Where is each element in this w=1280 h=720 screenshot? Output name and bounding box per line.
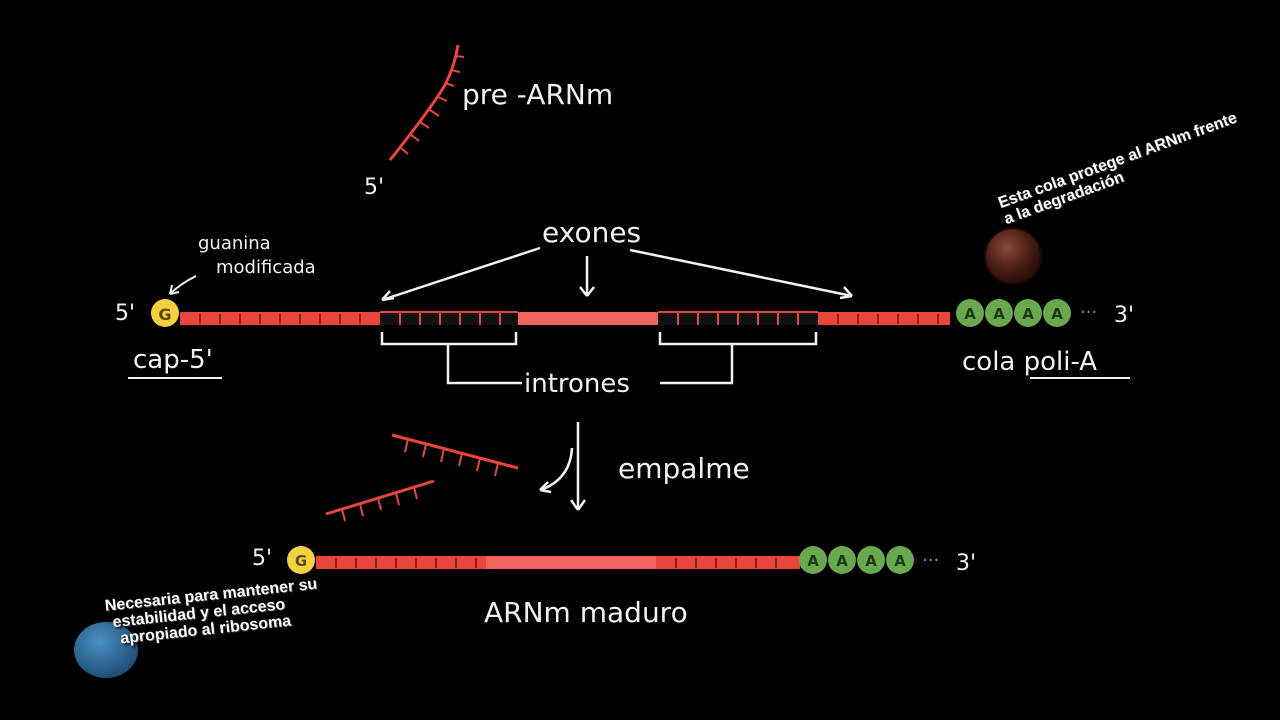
svg-text:A: A	[993, 305, 1005, 323]
excised-intron-2	[325, 479, 435, 522]
mature-mrna-label: ARNm maduro	[484, 596, 688, 629]
mature-cap-g-bead	[287, 546, 315, 574]
introns-label: intrones	[524, 369, 630, 399]
cap-g-letter: G	[158, 305, 171, 324]
exon-arrows	[381, 246, 853, 302]
guanine-label-line2: modificada	[216, 257, 316, 278]
svg-text:A: A	[1051, 305, 1063, 323]
mature-strand-ticks	[335, 558, 777, 568]
polya-tail-mature: A A A A	[799, 546, 914, 574]
intron-ticks	[399, 313, 799, 325]
intron-brackets	[380, 332, 818, 385]
polya-note-bead	[984, 227, 1042, 285]
cap-note-bead	[74, 622, 138, 678]
polya-label: cola poli-A	[962, 347, 1097, 377]
mature-5prime-label: 5'	[252, 546, 272, 571]
cap-label: cap-5'	[133, 345, 213, 375]
svg-text:A: A	[836, 552, 848, 570]
exons-label: exones	[542, 216, 641, 249]
strand-3prime-label: 3'	[1114, 303, 1134, 328]
polya-dots-top: ···	[1080, 302, 1097, 323]
mature-cap-g-letter: G	[295, 552, 307, 570]
splicing-arrow	[539, 422, 587, 511]
strand-5prime-label: 5'	[115, 301, 135, 326]
mature-strand	[316, 556, 800, 569]
svg-text:A: A	[865, 552, 877, 570]
cap-g-bead	[151, 299, 179, 327]
polya-tail-top: A A A A	[956, 299, 1071, 327]
svg-text:A: A	[894, 552, 906, 570]
pre-mrna-5prime: 5'	[364, 175, 384, 200]
pre-mrna-label: pre -ARNm	[462, 78, 613, 111]
polya-dots-mature: ···	[922, 550, 939, 571]
pre-mrna-strand	[388, 44, 460, 161]
svg-text:A: A	[1022, 305, 1034, 323]
excised-intron-1	[391, 433, 519, 477]
pre-mrna-ticks	[399, 55, 465, 155]
top-strand-ticks	[199, 314, 939, 324]
splicing-label: empalme	[618, 452, 750, 485]
mature-3prime-label: 3'	[956, 551, 976, 576]
pre-mrna-linear-strand	[180, 311, 950, 325]
svg-text:A: A	[807, 552, 819, 570]
guanine-label-line1: guanina	[198, 233, 271, 254]
svg-text:A: A	[964, 305, 976, 323]
guanine-arrow	[169, 275, 197, 295]
